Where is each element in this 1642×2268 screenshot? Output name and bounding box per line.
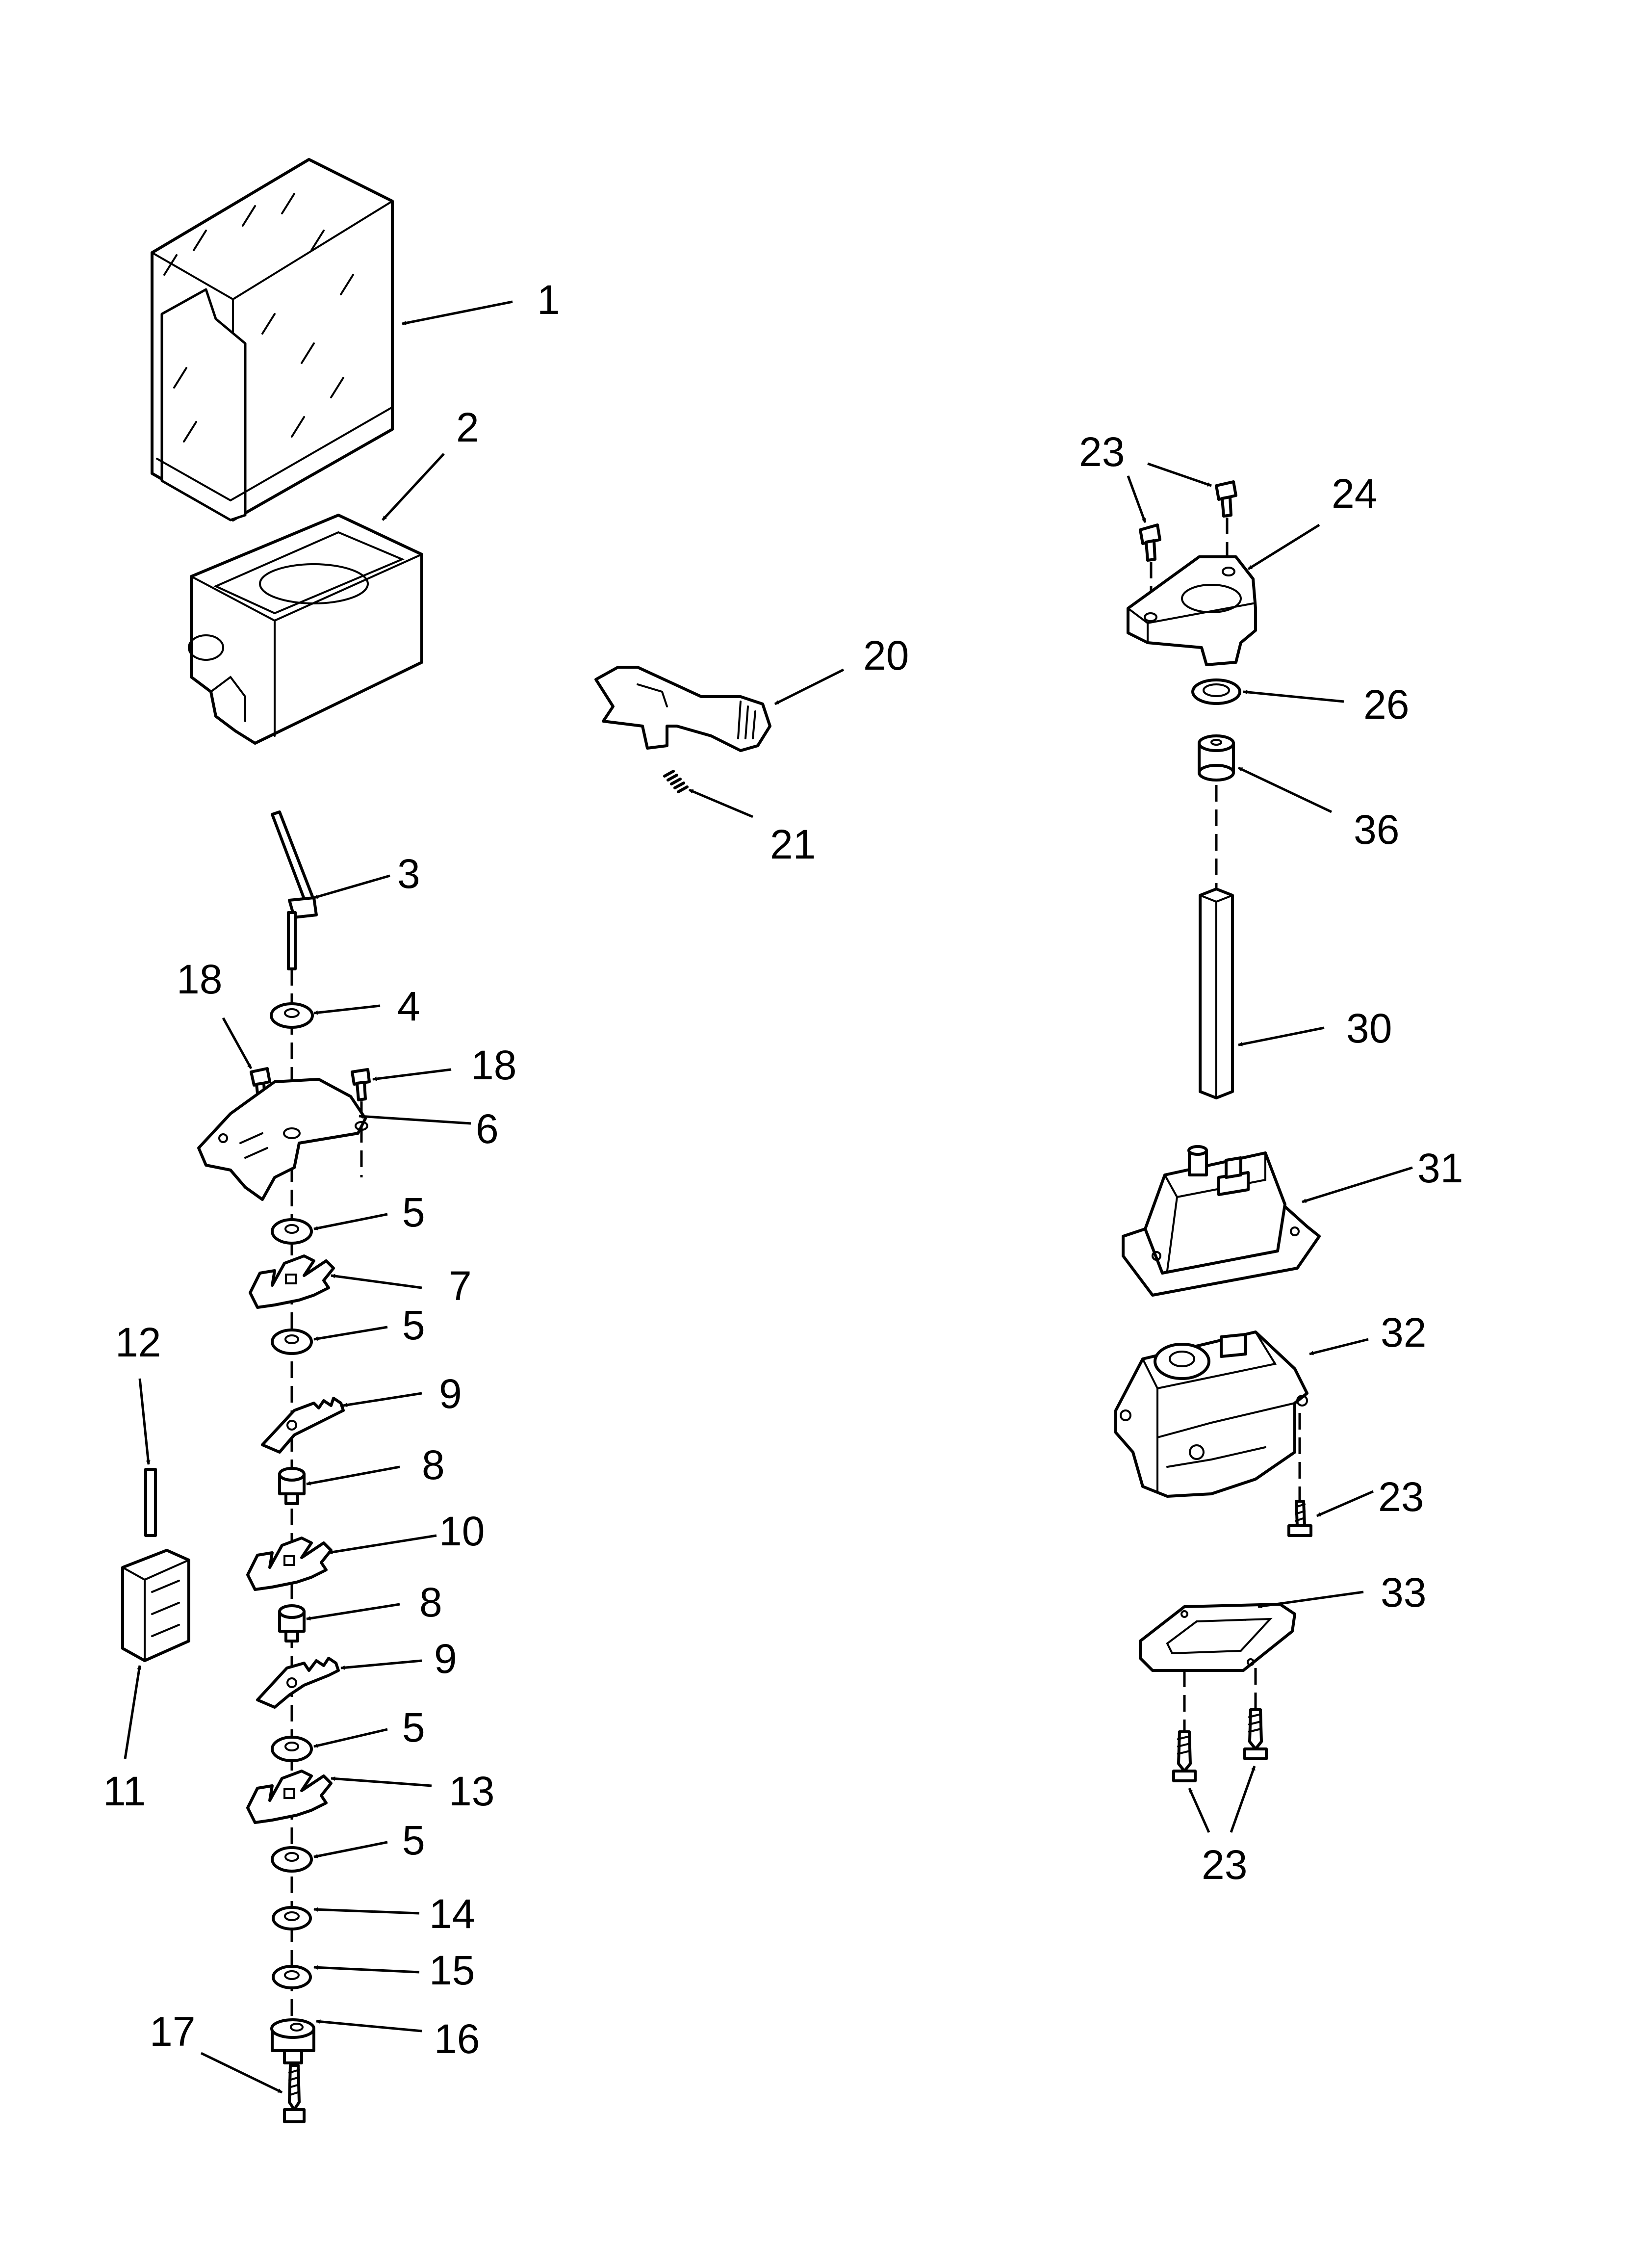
callout-5-fourth: 5 [402, 1817, 425, 1863]
callout-13: 13 [449, 1768, 494, 1814]
callout-30: 30 [1346, 1005, 1392, 1051]
part-9-blade-1 [261, 1397, 345, 1454]
part-3-shaft [271, 810, 318, 970]
part-2-bin-tray [188, 514, 423, 745]
callout-32: 32 [1381, 1309, 1426, 1356]
callout-23-motor: 23 [1378, 1474, 1424, 1520]
part-23-screw-bottom-right [1243, 1708, 1268, 1760]
callout-10: 10 [439, 1508, 485, 1554]
callout-24: 24 [1332, 470, 1377, 517]
part-7-cam [249, 1254, 335, 1309]
part-12-pin [144, 1468, 157, 1537]
part-8-spacer-2 [278, 1604, 306, 1642]
part-24-bearing-plate [1127, 555, 1257, 666]
callout-3: 3 [397, 851, 420, 897]
callout-15: 15 [429, 1947, 475, 1993]
callout-9-first: 9 [439, 1371, 462, 1417]
callout-7: 7 [449, 1263, 472, 1309]
callout-12: 12 [115, 1319, 161, 1365]
callout-18-right: 18 [471, 1042, 516, 1088]
callout-6: 6 [476, 1106, 499, 1152]
part-18-screw-right [351, 1068, 371, 1101]
callout-17: 17 [150, 2008, 195, 2055]
part-36-bushing [1198, 734, 1235, 782]
part-13-cam [246, 1770, 333, 1824]
part-32-gear-motor [1114, 1330, 1308, 1498]
callout-33: 33 [1381, 1569, 1426, 1616]
callout-8-second: 8 [419, 1579, 442, 1625]
part-30-hex-shaft [1199, 887, 1234, 1099]
part-31-housing-cover [1122, 1145, 1321, 1297]
part-8-spacer-1 [278, 1467, 306, 1505]
part-23-screw-top-right [1215, 480, 1237, 518]
part-23-screw-top-left [1139, 523, 1161, 562]
part-5-washer-2 [271, 1329, 313, 1355]
part-26-seal-ring [1191, 678, 1241, 705]
callout-5-third: 5 [402, 1704, 425, 1750]
callout-4: 4 [397, 983, 420, 1029]
callout-2: 2 [456, 404, 479, 450]
callout-14: 14 [429, 1891, 475, 1937]
part-14-washer [272, 1906, 312, 1930]
part-4-washer [270, 1002, 314, 1029]
part-1-ice-bin-cover [151, 158, 394, 521]
callout-36: 36 [1354, 807, 1399, 853]
part-23-screw-motor [1287, 1500, 1312, 1537]
callout-9-second: 9 [434, 1636, 457, 1682]
part-21-spring [663, 770, 689, 793]
callout-5-second: 5 [402, 1302, 425, 1348]
leader-lines [124, 300, 1413, 2094]
callout-8-first: 8 [422, 1442, 445, 1488]
part-23-screw-bottom-left [1172, 1730, 1197, 1782]
callout-21: 21 [770, 821, 816, 867]
part-9-blade-2 [256, 1657, 340, 1709]
callout-23-top: 23 [1079, 429, 1125, 475]
callout-labels: 1 2 3 4 18 18 6 5 7 5 9 8 10 8 9 5 13 5 … [103, 277, 1463, 2062]
callout-23-bottom: 23 [1202, 1842, 1247, 1888]
part-6-mounting-plate [197, 1078, 368, 1201]
part-17-screw [283, 2064, 306, 2123]
callout-20: 20 [863, 632, 909, 678]
callout-26: 26 [1363, 681, 1409, 728]
callout-18-left: 18 [177, 956, 222, 1002]
part-5-washer-1 [271, 1218, 313, 1245]
part-33-gasket [1139, 1603, 1296, 1672]
callout-5-first: 5 [402, 1189, 425, 1235]
callout-16: 16 [434, 2016, 480, 2062]
callout-11: 11 [103, 1768, 146, 1814]
part-20-bracket [594, 666, 771, 752]
part-5-washer-4 [271, 1846, 313, 1873]
callout-31: 31 [1417, 1145, 1463, 1191]
part-11-block [121, 1549, 190, 1662]
part-16-bearing [270, 2018, 315, 2064]
callout-1: 1 [537, 277, 560, 323]
part-10-cam [246, 1537, 333, 1591]
part-5-washer-3 [271, 1736, 313, 1762]
part-15-washer [272, 1965, 312, 1989]
